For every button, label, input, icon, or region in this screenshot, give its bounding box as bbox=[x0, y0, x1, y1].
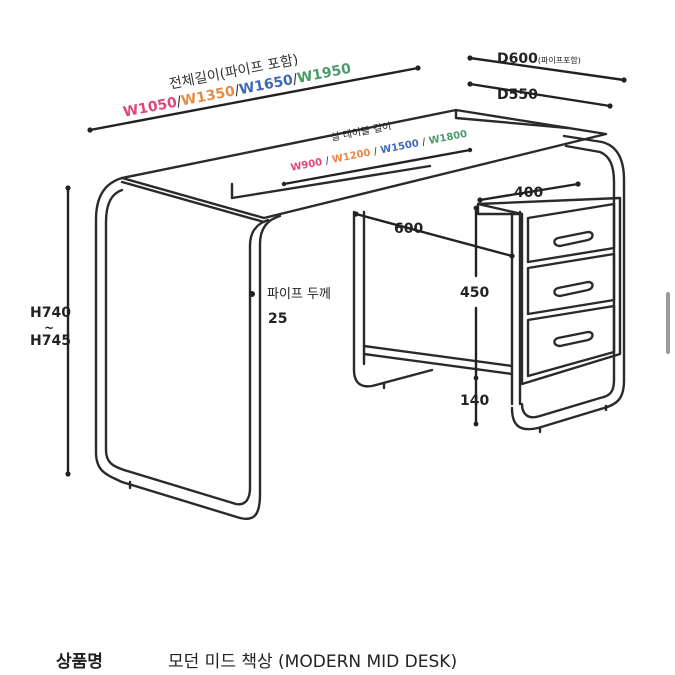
left-pipe-inner bbox=[104, 188, 270, 506]
inner-base-mid bbox=[362, 344, 514, 368]
drawer-height-label: 450 bbox=[460, 285, 490, 301]
desk-top-front-edge bbox=[120, 180, 266, 224]
drawer-2 bbox=[526, 252, 616, 316]
right-pipe-top bbox=[562, 134, 626, 382]
height-tilde: ~ bbox=[44, 321, 55, 335]
inner-sep-2: / bbox=[372, 146, 379, 158]
scrollbar-thumb-icon[interactable] bbox=[666, 292, 670, 354]
dim-depth-inner-line bbox=[468, 82, 612, 108]
pipe-thickness-label: 파이프 두께 bbox=[267, 287, 331, 302]
drawer-handle-2 bbox=[553, 280, 594, 298]
dim-inner-span-line bbox=[354, 212, 514, 258]
dim-depth-outer-line bbox=[468, 56, 626, 82]
desk-top-back-lip bbox=[454, 108, 570, 130]
drawer-cabinet bbox=[476, 196, 622, 386]
right-pipe-bottom-inner bbox=[520, 378, 616, 419]
inner-sep-1: / bbox=[324, 155, 330, 168]
product-name-label: 상품명 bbox=[56, 652, 103, 672]
right-pipe-bottom bbox=[510, 378, 626, 431]
inner-base-mid-2 bbox=[362, 352, 514, 376]
pipe-thickness-value: 25 bbox=[268, 311, 288, 327]
pipe-marker-dot bbox=[249, 291, 255, 297]
depth-outer-label: D600(파이프포함) bbox=[497, 52, 581, 66]
floor-clearance-label: 140 bbox=[460, 393, 490, 409]
height-bottom-label: H745 bbox=[30, 333, 71, 349]
inner-span-label: 600 bbox=[394, 221, 424, 237]
drawer-1 bbox=[526, 202, 616, 264]
depth-outer-value: D600 bbox=[497, 51, 538, 67]
height-top-label: H740 bbox=[30, 305, 71, 321]
back-panel bbox=[230, 164, 432, 200]
desk-top bbox=[120, 108, 608, 220]
dim-inner-length-line bbox=[282, 148, 472, 186]
left-pipe-outer bbox=[94, 176, 282, 521]
drawer-3 bbox=[526, 304, 616, 378]
dim-total-length-line bbox=[88, 66, 420, 132]
drawer-handle-3 bbox=[553, 330, 594, 348]
drawer-handle-1 bbox=[553, 230, 594, 248]
product-name-value: 모던 미드 책상 (MODERN MID DESK) bbox=[168, 652, 458, 672]
inner-sep-3: / bbox=[421, 136, 427, 149]
dim-drawer-depth-line bbox=[478, 182, 580, 202]
right-pipe-top-inner bbox=[564, 144, 616, 382]
depth-outer-note: (파이프포함) bbox=[537, 56, 581, 65]
inner-base-left bbox=[352, 368, 434, 388]
drawer-depth-label: 400 bbox=[514, 185, 544, 201]
depth-inner-label: D550 bbox=[497, 87, 538, 103]
